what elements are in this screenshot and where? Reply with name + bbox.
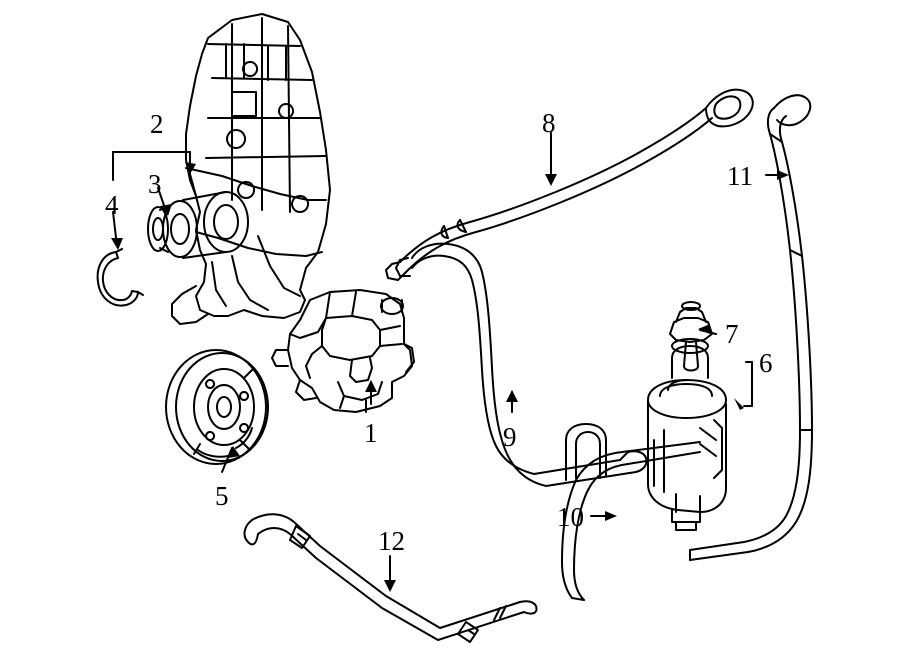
hose-10-shape [561, 441, 701, 601]
power-steering-pump-shape [271, 289, 415, 413]
hose-8-shape [385, 88, 754, 281]
snap-ring-shape [96, 248, 144, 307]
hose-9-shape [395, 242, 648, 487]
callout-9: 9 [503, 422, 517, 452]
pump-pulley-shape [165, 349, 269, 465]
reservoir-shape [647, 338, 727, 531]
callout-1: 1 [364, 418, 378, 448]
pulley-hub-shape [147, 191, 249, 259]
callout-7: 7 [725, 319, 739, 349]
hose-12-shape [243, 513, 538, 643]
reservoir-cap-shape [669, 301, 713, 372]
leader-arrowheads [111, 162, 789, 592]
callout-4: 4 [105, 190, 119, 220]
mounting-bracket-shape [171, 13, 331, 325]
callout-2: 2 [150, 109, 164, 139]
hose-11-shape [689, 94, 813, 561]
callout-8: 8 [542, 108, 556, 138]
callout-10: 10 [557, 502, 584, 532]
callout-11: 11 [727, 161, 753, 191]
callout-5: 5 [215, 481, 229, 511]
callout-12: 12 [378, 526, 405, 556]
callout-3: 3 [148, 169, 162, 199]
callout-6: 6 [759, 348, 773, 378]
